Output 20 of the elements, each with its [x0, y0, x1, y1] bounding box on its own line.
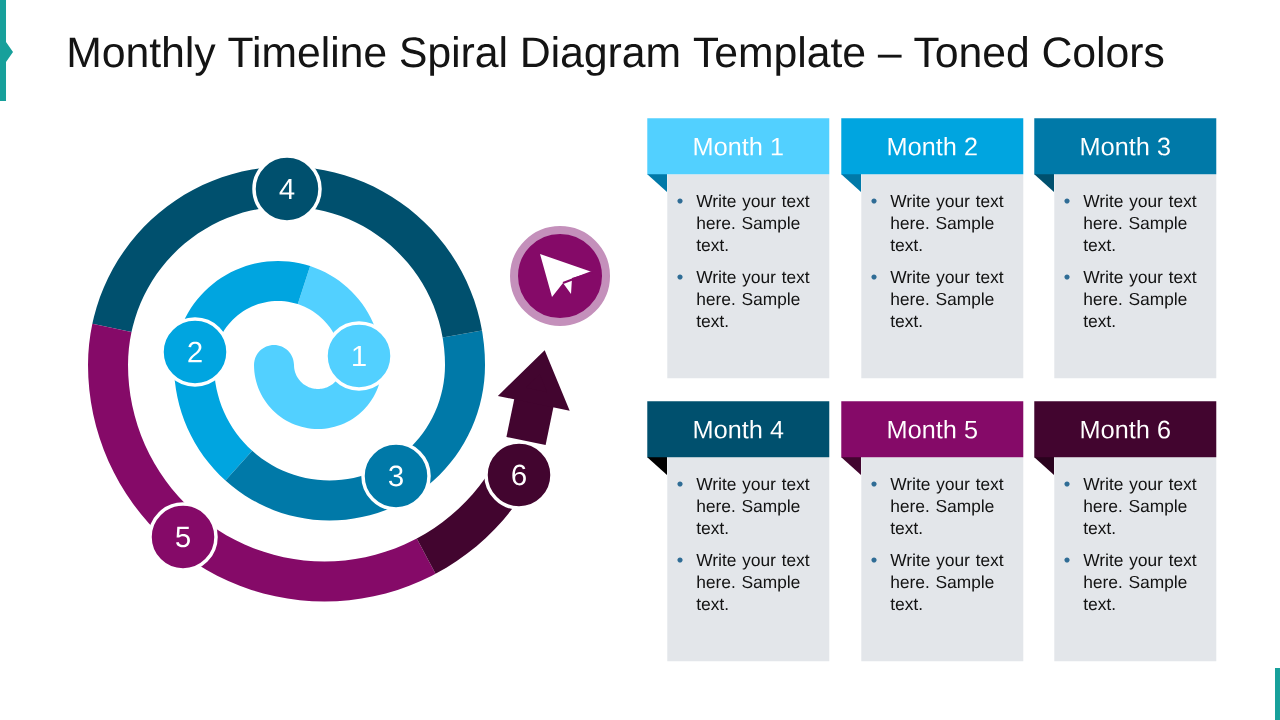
- bullet-text: Write your text here. Sample text.: [696, 477, 810, 535]
- header-band: Month 2: [841, 118, 1024, 175]
- title: Monthly Timeline Spiral Diagram Template – Toned Colors: [69, 36, 1164, 76]
- bullet-text: Write your text here. Sample text.: [890, 270, 1004, 328]
- header-band: Month 1: [647, 118, 830, 175]
- bullet-text: Write your text here. Sample text.: [890, 477, 1004, 535]
- bullet-text: Write your text here. Sample text.: [1083, 553, 1197, 611]
- bullet-text: Write your text here. Sample text.: [1083, 477, 1197, 535]
- paper-plane-icon: [510, 226, 610, 326]
- bullet-text: Write your text here. Sample text.: [890, 194, 1004, 252]
- header-band: Month 3: [1034, 118, 1217, 175]
- header-band: Month 5: [841, 401, 1024, 458]
- bullet-text: Write your text here. Sample text.: [1083, 270, 1197, 328]
- header-band: Month 4: [647, 401, 830, 458]
- header-band: Month 6: [1034, 401, 1217, 458]
- bullet-text: Write your text here. Sample text.: [1083, 194, 1197, 252]
- bullet-text: Write your text here. Sample text.: [890, 553, 1004, 611]
- bullet-text: Write your text here. Sample text.: [696, 194, 810, 252]
- bullet-text: Write your text here. Sample text.: [696, 270, 810, 328]
- bullet-text: Write your text here. Sample text.: [696, 553, 810, 611]
